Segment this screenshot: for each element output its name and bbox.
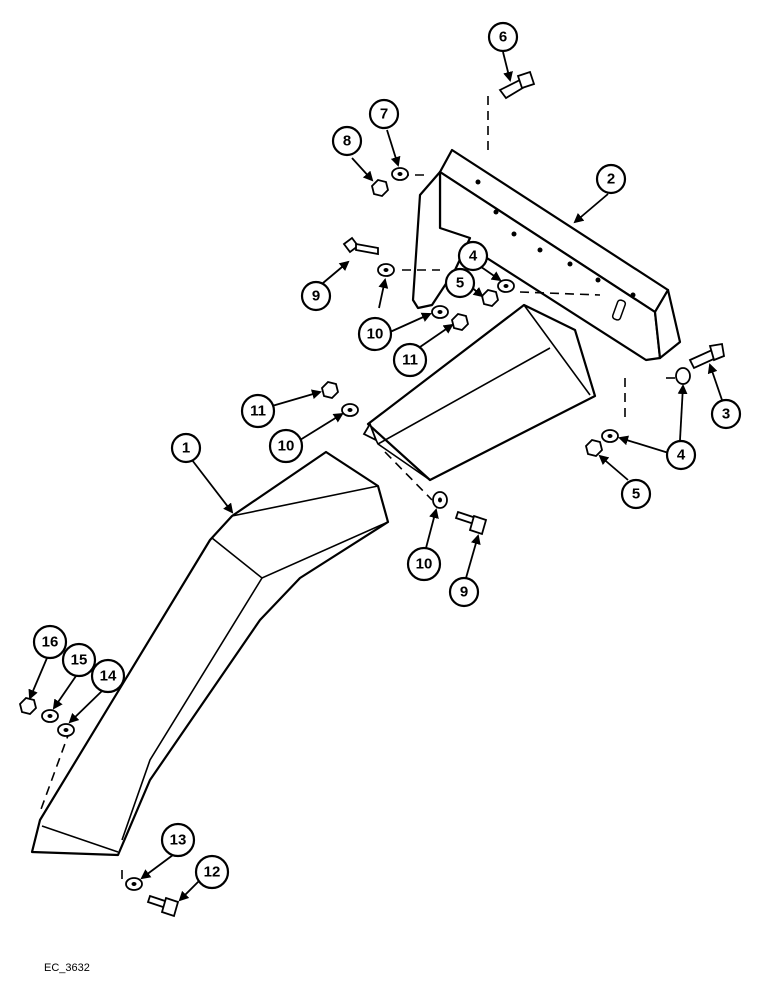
svg-text:15: 15 [71, 652, 88, 669]
callout-5-upper: 5 [444, 267, 476, 299]
hardware [19, 70, 726, 918]
bolt-12 [146, 894, 180, 918]
callout-10-middle: 10 [268, 428, 304, 464]
svg-text:12: 12 [204, 864, 221, 881]
callout-9-upper: 9 [300, 280, 332, 312]
channel-section [362, 303, 597, 482]
figure-code: EC_3632 [44, 962, 90, 974]
callout-12: 12 [194, 854, 230, 890]
assembly-lines [39, 96, 680, 880]
svg-text:9: 9 [312, 288, 320, 305]
leader-lines [28, 51, 723, 902]
svg-text:9: 9 [460, 584, 468, 601]
svg-text:16: 16 [42, 634, 59, 651]
callout-7: 7 [368, 98, 400, 130]
svg-text:13: 13 [170, 832, 187, 849]
bolt-6 [498, 70, 536, 100]
svg-text:4: 4 [469, 248, 478, 265]
callout-1: 1 [170, 432, 202, 464]
callout-9-lower: 9 [448, 576, 480, 608]
svg-text:10: 10 [367, 326, 384, 343]
svg-text:3: 3 [722, 406, 730, 423]
callout-8: 8 [331, 125, 363, 157]
callouts: 6 7 8 2 4 5 9 10 11 3 11 10 1 4 5 10 9 1… [32, 21, 742, 890]
svg-text:14: 14 [100, 668, 117, 685]
svg-text:5: 5 [456, 275, 464, 292]
svg-text:11: 11 [402, 352, 418, 369]
svg-text:7: 7 [380, 106, 388, 123]
callout-10-lower: 10 [406, 546, 442, 582]
svg-text:8: 8 [343, 133, 351, 150]
callout-4-lower: 4 [665, 439, 697, 471]
svg-text:1: 1 [182, 440, 190, 457]
callout-15: 15 [61, 642, 97, 678]
callout-4-upper: 4 [457, 240, 489, 272]
bolt-9-lower [454, 510, 488, 536]
callout-14: 14 [90, 658, 126, 694]
bolt-3 [688, 342, 726, 370]
bolt-9-upper [342, 236, 379, 256]
callout-11-upper: 11 [392, 342, 428, 378]
crossmember-bracket [411, 148, 682, 362]
svg-text:6: 6 [499, 29, 507, 46]
callout-2: 2 [595, 163, 627, 195]
svg-text:2: 2 [607, 171, 615, 188]
callout-3: 3 [710, 398, 742, 430]
svg-text:4: 4 [677, 447, 686, 464]
svg-text:11: 11 [250, 403, 266, 420]
callout-13: 13 [160, 822, 196, 858]
callout-6: 6 [487, 21, 519, 53]
callout-11-lower: 11 [240, 393, 276, 429]
callout-16: 16 [32, 624, 68, 660]
svg-text:5: 5 [632, 486, 640, 503]
svg-text:10: 10 [416, 556, 433, 573]
main-shield [30, 450, 390, 857]
nut-8 [371, 179, 389, 197]
svg-text:10: 10 [278, 438, 295, 455]
callout-5-lower: 5 [620, 478, 652, 510]
callout-10-upper: 10 [357, 316, 393, 352]
